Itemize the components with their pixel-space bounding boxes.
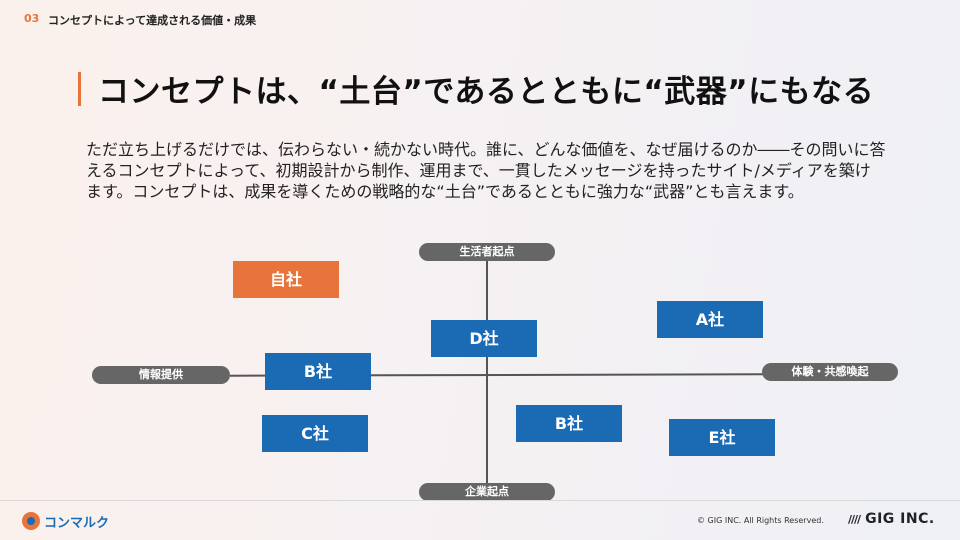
footer-divider (0, 500, 960, 501)
company-box-b-right: B社 (516, 405, 622, 442)
page-title: コンセプトは、“土台”であるとともに“武器”にもなる (98, 74, 875, 110)
body-text: ただ立ち上げるだけでは、伝わらない・続かない時代。誰に、どんな価値を、なぜ届ける… (86, 140, 886, 201)
slide-number: 03 (24, 12, 40, 25)
company-box-b-left: B社 (265, 353, 371, 390)
company-box-d: D社 (431, 320, 537, 357)
konmaruku-logo-icon (22, 512, 40, 530)
company-box-a: A社 (657, 301, 763, 338)
copyright: © GIG INC. All Rights Reserved. (697, 516, 824, 525)
gig-logo: //// GIG INC. (848, 511, 935, 527)
axis-label-right: 体験・共感喚起 (762, 363, 898, 381)
gig-logo-text: GIG INC. (865, 511, 935, 527)
slide-header-title: コンセプトによって達成される価値・成果 (48, 14, 257, 27)
company-box-c: C社 (262, 415, 368, 452)
company-box-own: 自社 (233, 261, 339, 298)
konmaruku-logo-text: コンマルク (44, 515, 110, 531)
gig-logo-mark-icon: //// (848, 512, 861, 526)
title-accent-bar (78, 72, 81, 106)
axis-label-left: 情報提供 (92, 366, 230, 384)
vertical-axis (486, 257, 488, 486)
konmaruku-logo: コンマルク (22, 512, 110, 531)
company-box-e: E社 (669, 419, 775, 456)
axis-label-bottom: 企業起点 (419, 483, 555, 501)
axis-label-top: 生活者起点 (419, 243, 555, 261)
